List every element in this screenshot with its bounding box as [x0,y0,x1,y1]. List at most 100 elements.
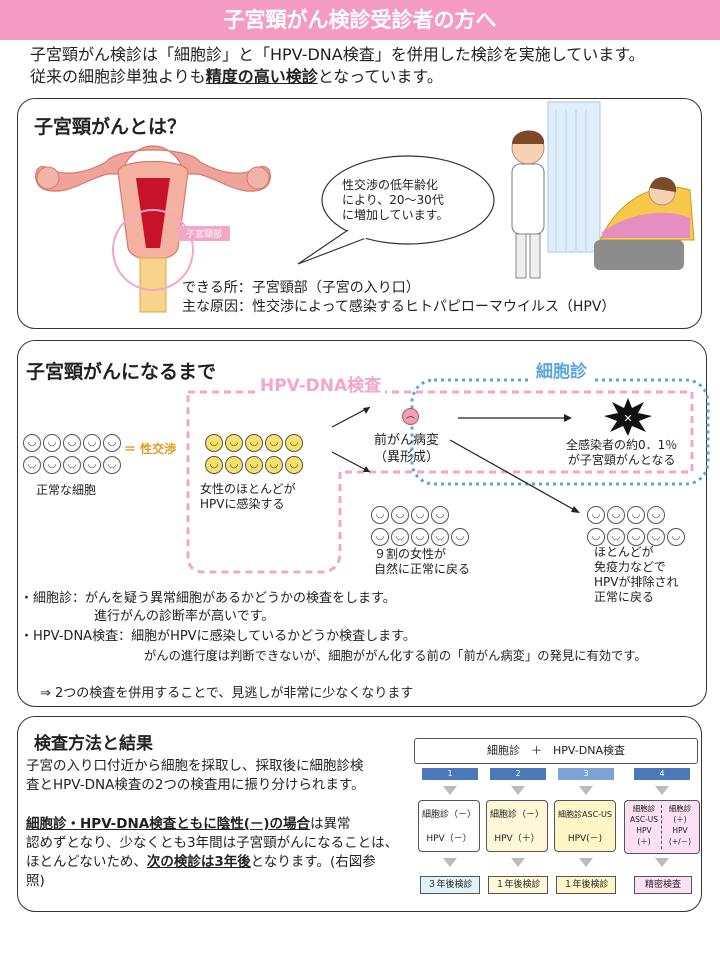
recover1-line-1: ９割の女性が [374,547,447,561]
smile-icon: ◡ [607,506,625,524]
arrow-down-icon [579,858,593,867]
cancer-cause: 主な原因：性交渉によって感染するヒトパピローマウイルス（HPV） [182,299,616,315]
section2-title: 子宮頸がんになるまで [26,361,217,383]
arrow-down-icon [443,858,457,867]
recover-label-1: ９割の女性が 自然に正常に戻る [374,547,470,577]
cancer-line-1: 全感染者の約0．1％ [566,438,678,452]
cancer-label: 全感染者の約0．1％ が子宮頸がんとなる [566,438,677,468]
header-banner [0,0,720,40]
flow-header: 細胞診 ＋ HPV-DNA検査 [414,738,698,764]
smile-icon: ◡ [431,528,449,546]
method-line-1: 子宮の入り口付近から細胞を採取し、採取後に細胞診検 [26,758,364,774]
smile-icon: ◡ [83,456,101,474]
smile-icon: ◡ [587,506,605,524]
next-screening-emphasis: 次の検診は3年後 [146,854,251,870]
bubble-line-2: により、20～30代 [342,193,444,207]
recover2-line-2: 免疫力などで [594,560,666,574]
infected-line-1: 女性のほとんどが [200,482,296,496]
case-4-box: 細胞診 ASC-US HPV (＋) 細胞診 (＋) HPV (+/－) [624,800,700,854]
page-title: 子宮頸がん検診受診者の方へ [223,8,497,32]
case-2-result: １年後検診 [488,876,548,894]
case-4-result: 精密検査 [634,876,692,894]
smile-icon: ◡ [607,528,625,546]
recovered-cells-group-1: ◡◡◡◡ ◡◡◡◡◡ [370,502,480,546]
smile-icon: ◡ [627,528,645,546]
smile-icon: ◡ [23,434,41,452]
section-progression [17,340,707,707]
case-2-cyto: 細胞診（－） [489,810,544,820]
arrow-down-icon [655,858,669,867]
smile-icon: ◡ [411,528,429,546]
case-1-box: 細胞診（－） HPV（－） [418,800,480,852]
case-3-result: １年後検診 [556,876,616,894]
intro-line-2-pre: 従来の細胞診単独よりも [30,67,206,86]
precancer-line-1: 前がん病変 [374,433,440,448]
intro-line-1: 子宮頸がん検診は「細胞診」と「HPV-DNA検査」を併用した検診を実施しています… [30,45,645,64]
cytology-label: 細胞診 [532,357,591,382]
recover1-line-2: 自然に正常に戻る [374,562,471,576]
result-line-4: 照) [26,873,45,889]
cancer-cell-icon: ✕ [604,398,652,436]
result-paragraph: 細胞診・HPV-DNA検査ともに陰性(－)の場合は異常 認めずとなり、少なくとも… [26,815,398,891]
cancer-location: できる所：子宮頸部（子宮の入り口） [182,280,420,296]
uterus-illustration: 子宮頸部 [35,145,271,313]
smile-icon: ◡ [391,528,409,546]
smile-icon: ◡ [391,506,409,524]
smile-icon: ◡ [371,528,389,546]
case-1-result: ３年後検診 [420,876,480,894]
cancer-line-2: が子宮頸がんとなる [567,453,676,467]
smile-icon: ◡ [647,528,665,546]
smile-icon: ◡ [587,528,605,546]
case-1-hpv: HPV（－） [426,834,472,844]
case-4-right-3: HPV [672,826,688,835]
method-line-2: 査とHPV-DNA検査の2つの検査用に振り分けられます。 [26,777,365,793]
case-1-spacer [419,821,479,833]
intro-text: 子宮頸がん検診は「細胞診」と「HPV-DNA検査」を併用した検診を実施しています… [30,44,645,88]
uterus-label: 子宮頸部 [186,228,222,239]
case-4-divider [661,805,662,849]
infected-line-2: HPVに感染する [200,497,285,511]
note-cytology-detail: 進行がんの診断率が高いです。 [94,609,275,624]
svg-text:✕: ✕ [623,412,632,425]
infected-label: 女性のほとんどが HPVに感染する [200,482,296,512]
smile-icon: ◡ [63,434,81,452]
infected-smile-icon: ◡ [225,456,243,474]
result-line-3-post: となります。(右図参 [250,854,376,870]
case-2-spacer [487,821,547,833]
result-line-1-post: は異常 [310,816,351,832]
infected-smile-icon: ◡ [245,456,263,474]
method-paragraph: 子宮の入り口付近から細胞を採取し、採取後に細胞診検 査とHPV-DNA検査の2つ… [26,757,365,795]
case-4-left-2: ASC-US [629,815,659,824]
infected-smile-icon: ◡ [245,434,263,452]
case-1-cyto: 細胞診（－） [421,810,476,820]
case-2-hpv: HPV（＋） [494,834,540,844]
smile-icon: ◡ [83,434,101,452]
normal-cells-group: ◡◡◡◡◡ ◡◡◡◡◡ [22,430,132,474]
section3-title: 検査方法と結果 [34,734,153,754]
arrow-down-icon [655,786,669,795]
intro-emphasis: 精度の高い検診 [205,67,318,86]
intro-line-2-post: となっています。 [317,67,443,86]
case-3-number: 3 [558,768,614,780]
case-4-right-2: (＋) [673,815,687,824]
smile-icon: ◡ [667,528,685,546]
result-line-3: ほとんどないため、次の検診は3年後となります。(右図参 [26,853,398,872]
result-negative-emphasis: 細胞診・HPV-DNA検査ともに陰性(－)の場合 [26,816,311,832]
case-3-cyto: 細胞診ASC-US [558,810,612,819]
smile-icon: ◡ [451,528,469,546]
intro-line-2: 従来の細胞診単独よりも精度の高い検診となっています。 [30,66,645,88]
transmission-label: ＝ 性交渉 [124,442,177,456]
arrow-down-icon [443,786,457,795]
result-line-3-pre: ほとんどないため、 [26,854,147,870]
smile-icon: ◡ [411,506,429,524]
smile-icon: ◡ [431,506,449,524]
precancer-cell-icon: ︵ [402,408,419,425]
case-4-left: 細胞診 ASC-US HPV (＋) [627,803,661,847]
smile-icon: ◡ [103,434,121,452]
infected-cells-group: ◡◡◡◡◡ ◡◡◡◡◡ [204,430,314,474]
smile-icon: ◡ [43,434,61,452]
result-line-1: 細胞診・HPV-DNA検査ともに陰性(－)の場合は異常 [26,815,398,834]
bubble-line-1: 性交渉の低年齢化 [342,178,439,192]
recover2-line-4: 正常に戻る [594,590,655,604]
infected-smile-icon: ◡ [205,434,223,452]
